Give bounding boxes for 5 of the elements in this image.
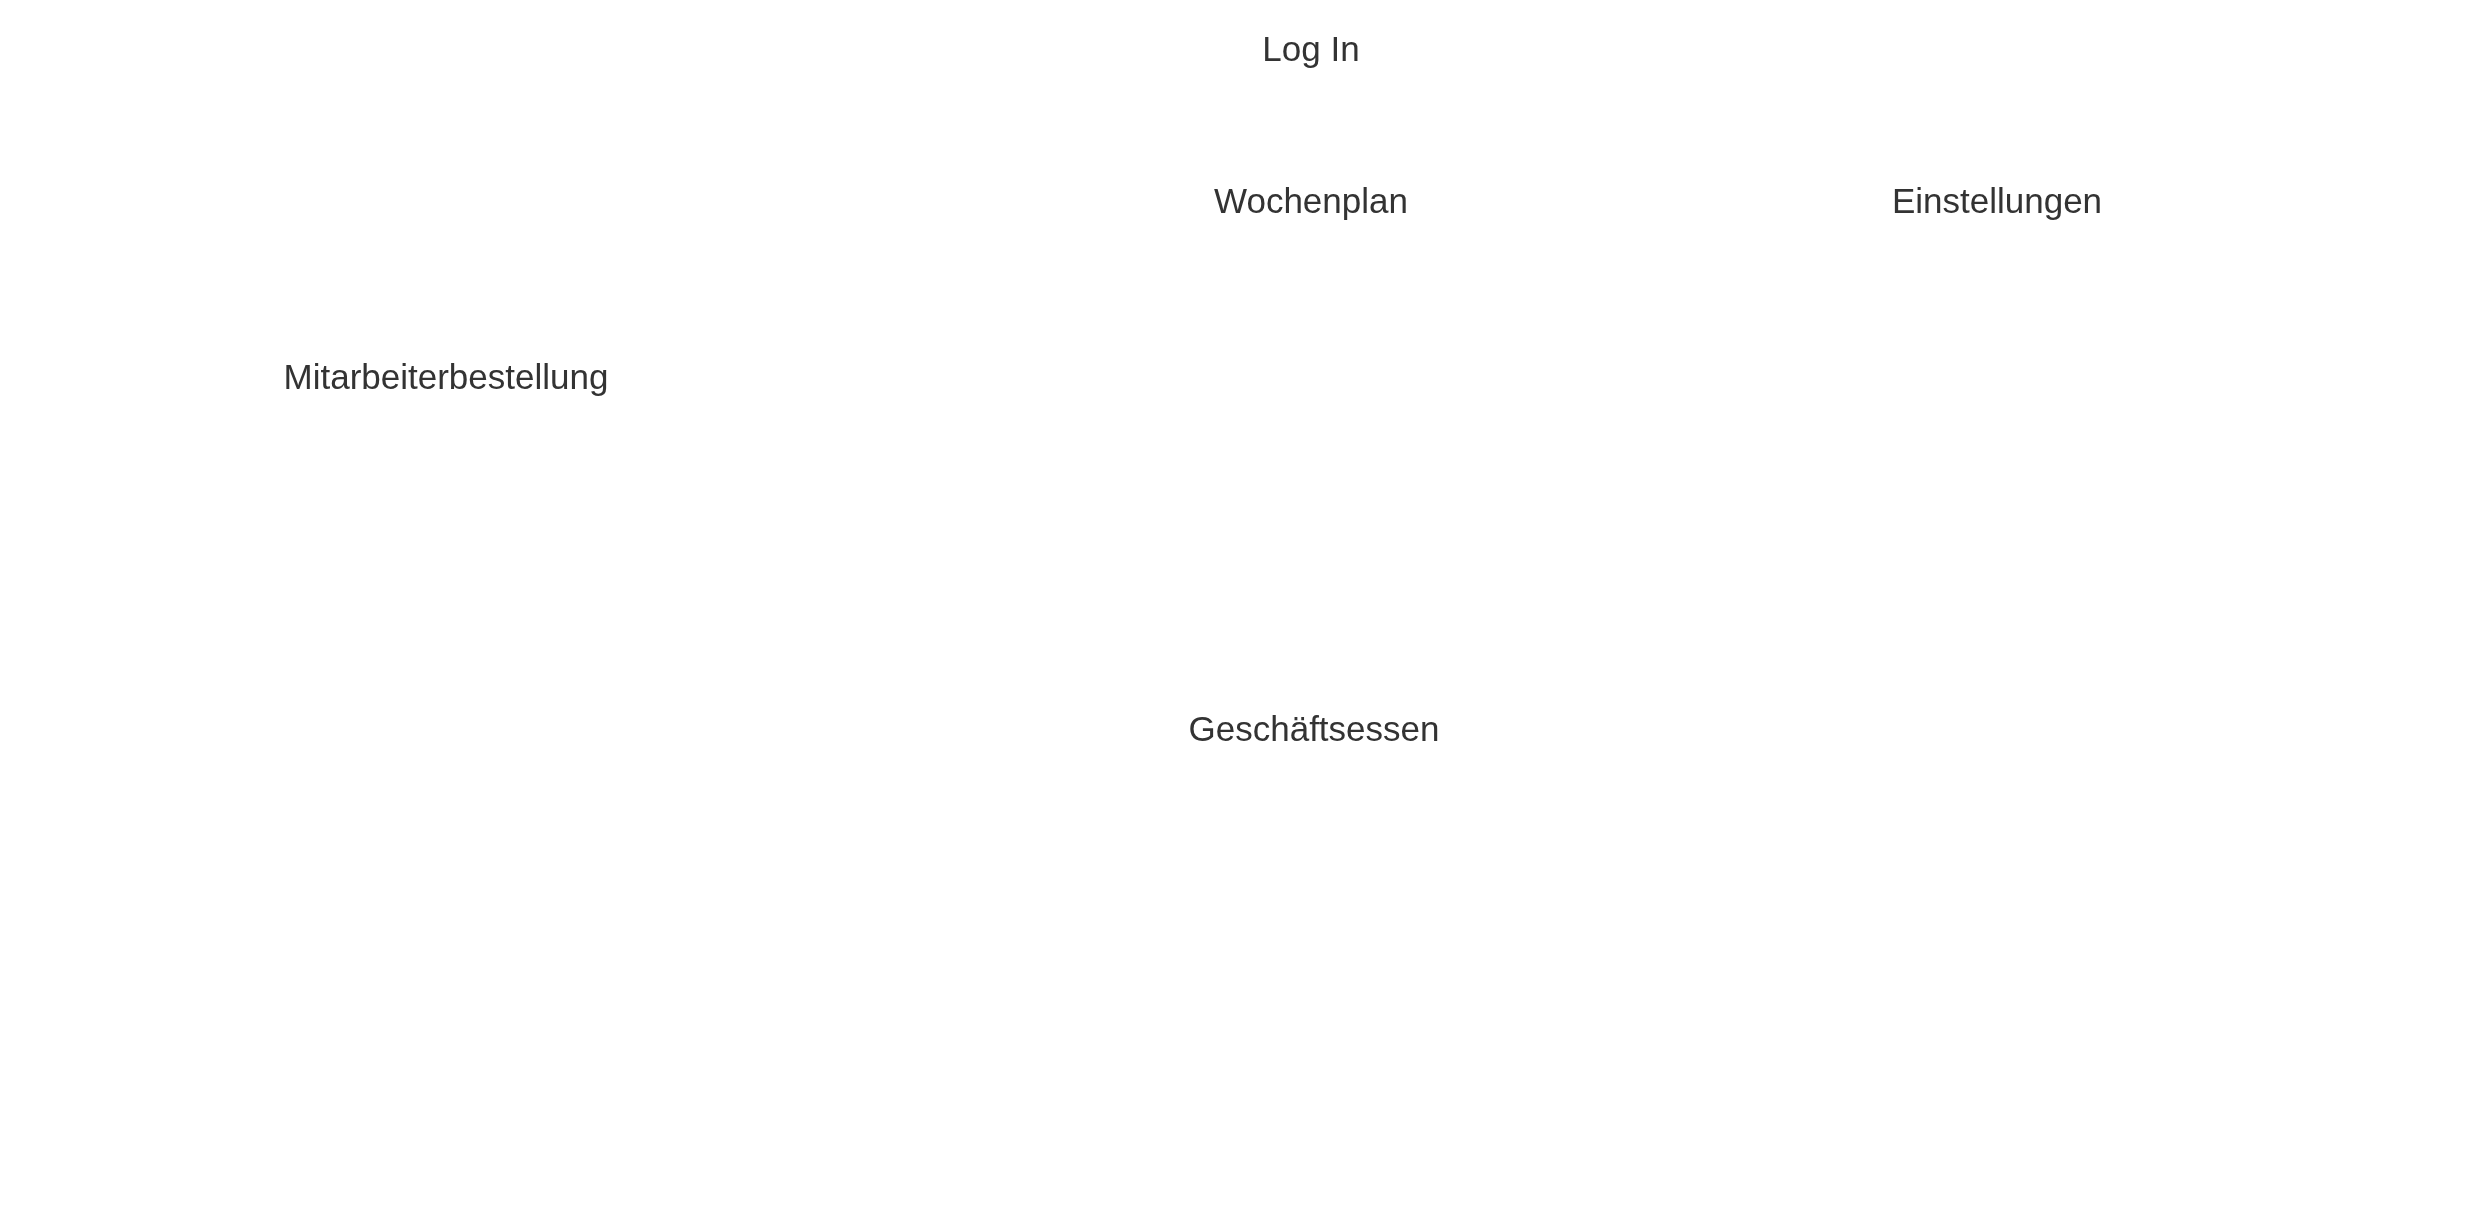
menu-label: Geschäftsessen [1188,709,1440,749]
menu-label: Log In [1262,29,1360,69]
menu-label: Mitarbeiterbestellung [283,357,609,397]
menu-label: Einstellungen [1891,181,2103,221]
menu-label: Wochenplan [1214,181,1408,221]
